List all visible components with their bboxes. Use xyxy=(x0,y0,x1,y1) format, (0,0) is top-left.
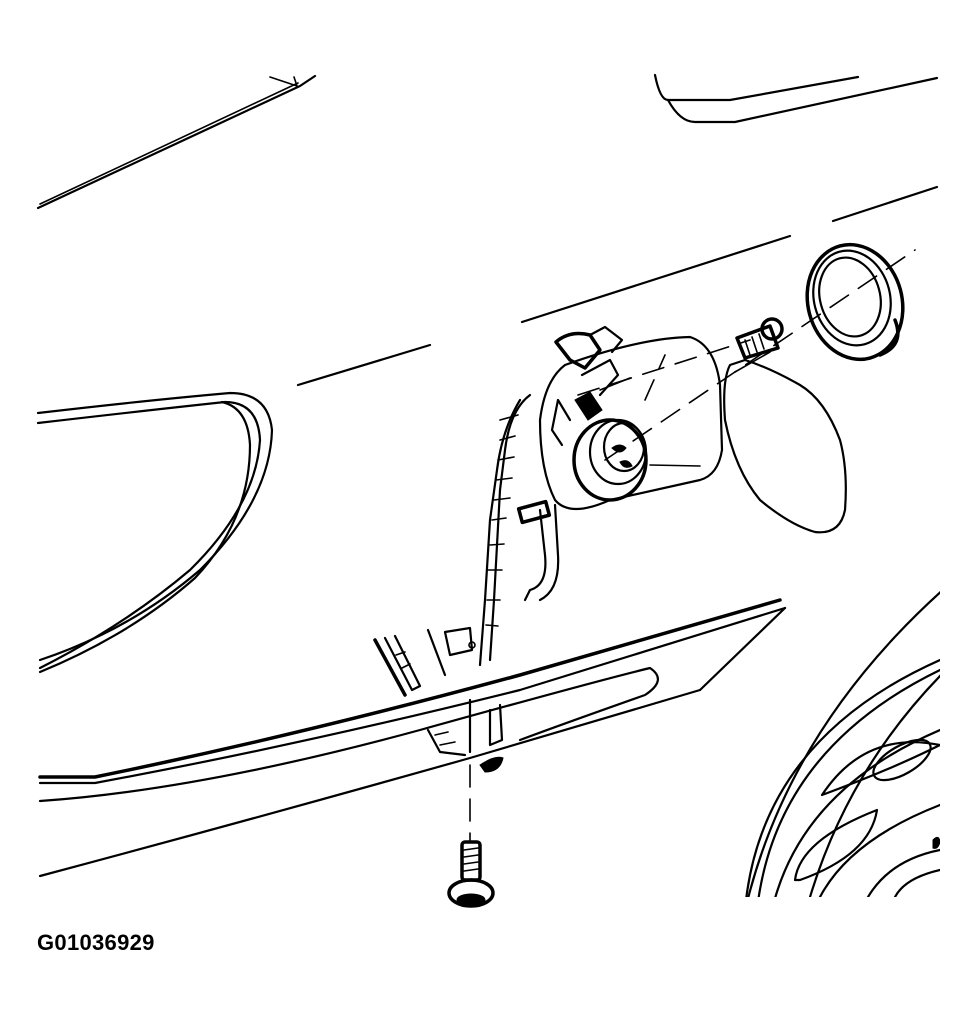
mount-brackets xyxy=(373,626,504,773)
housing-screw-upper xyxy=(735,317,784,360)
filler-pocket-housing xyxy=(538,325,724,511)
deck-lid-edge xyxy=(653,73,939,124)
fuel-filler-door xyxy=(723,351,847,534)
quarter-panel-lines xyxy=(296,185,939,387)
figure-id-label: G01036929 xyxy=(37,930,155,955)
fuel-filler-neck-seal xyxy=(805,242,905,362)
roof-line xyxy=(36,74,317,210)
body-side-sweep xyxy=(38,598,787,878)
alignment-lines xyxy=(469,249,916,841)
vent-hose xyxy=(478,393,560,667)
housing-bolt-lower xyxy=(447,840,495,908)
rear-wheel xyxy=(745,591,940,897)
door-window-opening xyxy=(36,391,274,674)
